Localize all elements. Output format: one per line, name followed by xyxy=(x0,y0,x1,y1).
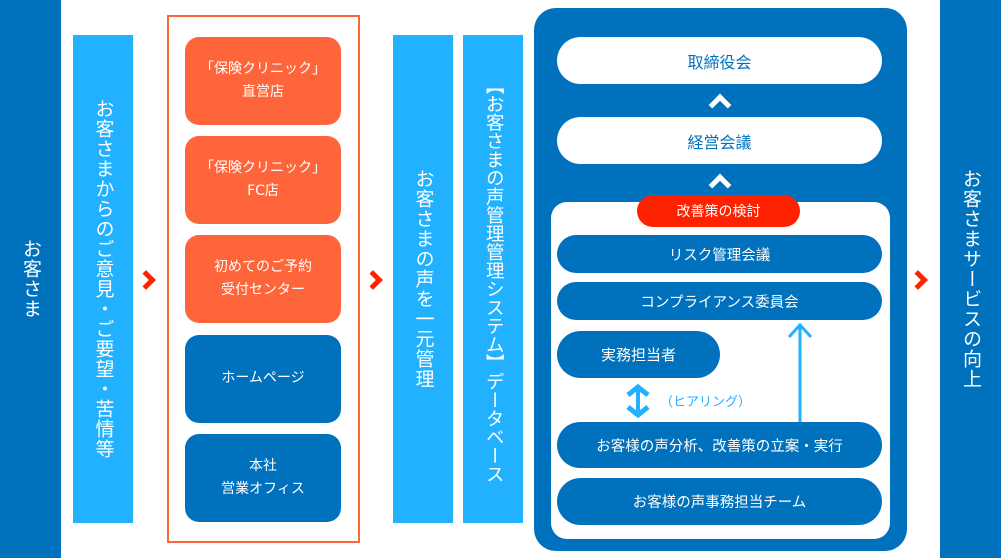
staff-label: 実務担当者 xyxy=(600,346,676,364)
management-meeting-label: 経営会議 xyxy=(687,132,752,152)
customer-column: お客さま xyxy=(0,0,61,558)
channel-head-office: 本社営業オフィス xyxy=(185,434,341,522)
board-label: 取締役会 xyxy=(687,52,752,72)
unify-label: お客さまの声を一元管理 xyxy=(412,169,435,389)
unify-column: お客さまの声を一元管理 xyxy=(393,35,453,523)
double-arrow-icon xyxy=(626,384,650,418)
arrow-up-icon xyxy=(787,322,813,426)
team-label: お客様の声事務担当チーム xyxy=(632,495,807,511)
result-column: お客さまサービスの向上 xyxy=(940,0,1001,558)
channel-homepage: ホームページ xyxy=(185,335,341,423)
channel-line1: 「保険クリニック」 xyxy=(200,159,326,176)
risk-meeting-box: リスク管理会議 xyxy=(557,235,882,273)
channel-direct-store: 「保険クリニック」直営店 xyxy=(185,37,341,125)
database-label: 【お客さまの声管理管理システム】データベース xyxy=(483,75,505,483)
improvement-badge: 改善策の検討 xyxy=(637,195,800,227)
feedback-column: お客さまからのご意見・ご要望・苦情等 xyxy=(73,35,133,523)
channel-line1: 「保険クリニック」 xyxy=(200,60,326,77)
chevron-right-icon xyxy=(363,270,383,290)
hearing-label: （ヒアリング） xyxy=(660,395,752,410)
channel-line2: 直営店 xyxy=(242,84,284,100)
channel-fc-store: 「保険クリニック」 FC店 xyxy=(185,136,341,224)
channel-line2: 受付センター xyxy=(221,282,305,298)
compliance-committee-label: コンプライアンス委員会 xyxy=(640,294,799,311)
channel-line1: 初めてのご予約 xyxy=(214,258,312,275)
team-box: お客様の声事務担当チーム xyxy=(557,478,882,525)
improvement-badge-label: 改善策の検討 xyxy=(676,204,761,220)
board-box: 取締役会 xyxy=(557,37,882,84)
analysis-label: お客様の声分析、改善策の立案・実行 xyxy=(596,438,843,455)
channels-box xyxy=(167,15,360,543)
chevron-right-icon xyxy=(908,270,928,290)
staff-box: 実務担当者 xyxy=(557,331,720,378)
channel-line2: FC店 xyxy=(247,183,279,199)
channel-reservation-center: 初めてのご予約受付センター xyxy=(185,235,341,323)
risk-meeting-label: リスク管理会議 xyxy=(668,247,771,264)
customer-label: お客さま xyxy=(20,239,42,319)
channel-line1: ホームページ xyxy=(221,370,305,387)
compliance-committee-box: コンプライアンス委員会 xyxy=(557,282,882,320)
feedback-label: お客さまからのご意見・ご要望・苦情等 xyxy=(92,99,115,459)
result-label: お客さまサービスの向上 xyxy=(960,169,982,389)
chevron-right-icon xyxy=(136,270,156,290)
management-meeting-box: 経営会議 xyxy=(557,117,882,164)
database-column: 【お客さまの声管理管理システム】データベース xyxy=(463,35,523,523)
analysis-box: お客様の声分析、改善策の立案・実行 xyxy=(557,422,882,468)
channel-line1: 本社 xyxy=(248,457,277,474)
channel-line2: 営業オフィス xyxy=(221,481,305,497)
